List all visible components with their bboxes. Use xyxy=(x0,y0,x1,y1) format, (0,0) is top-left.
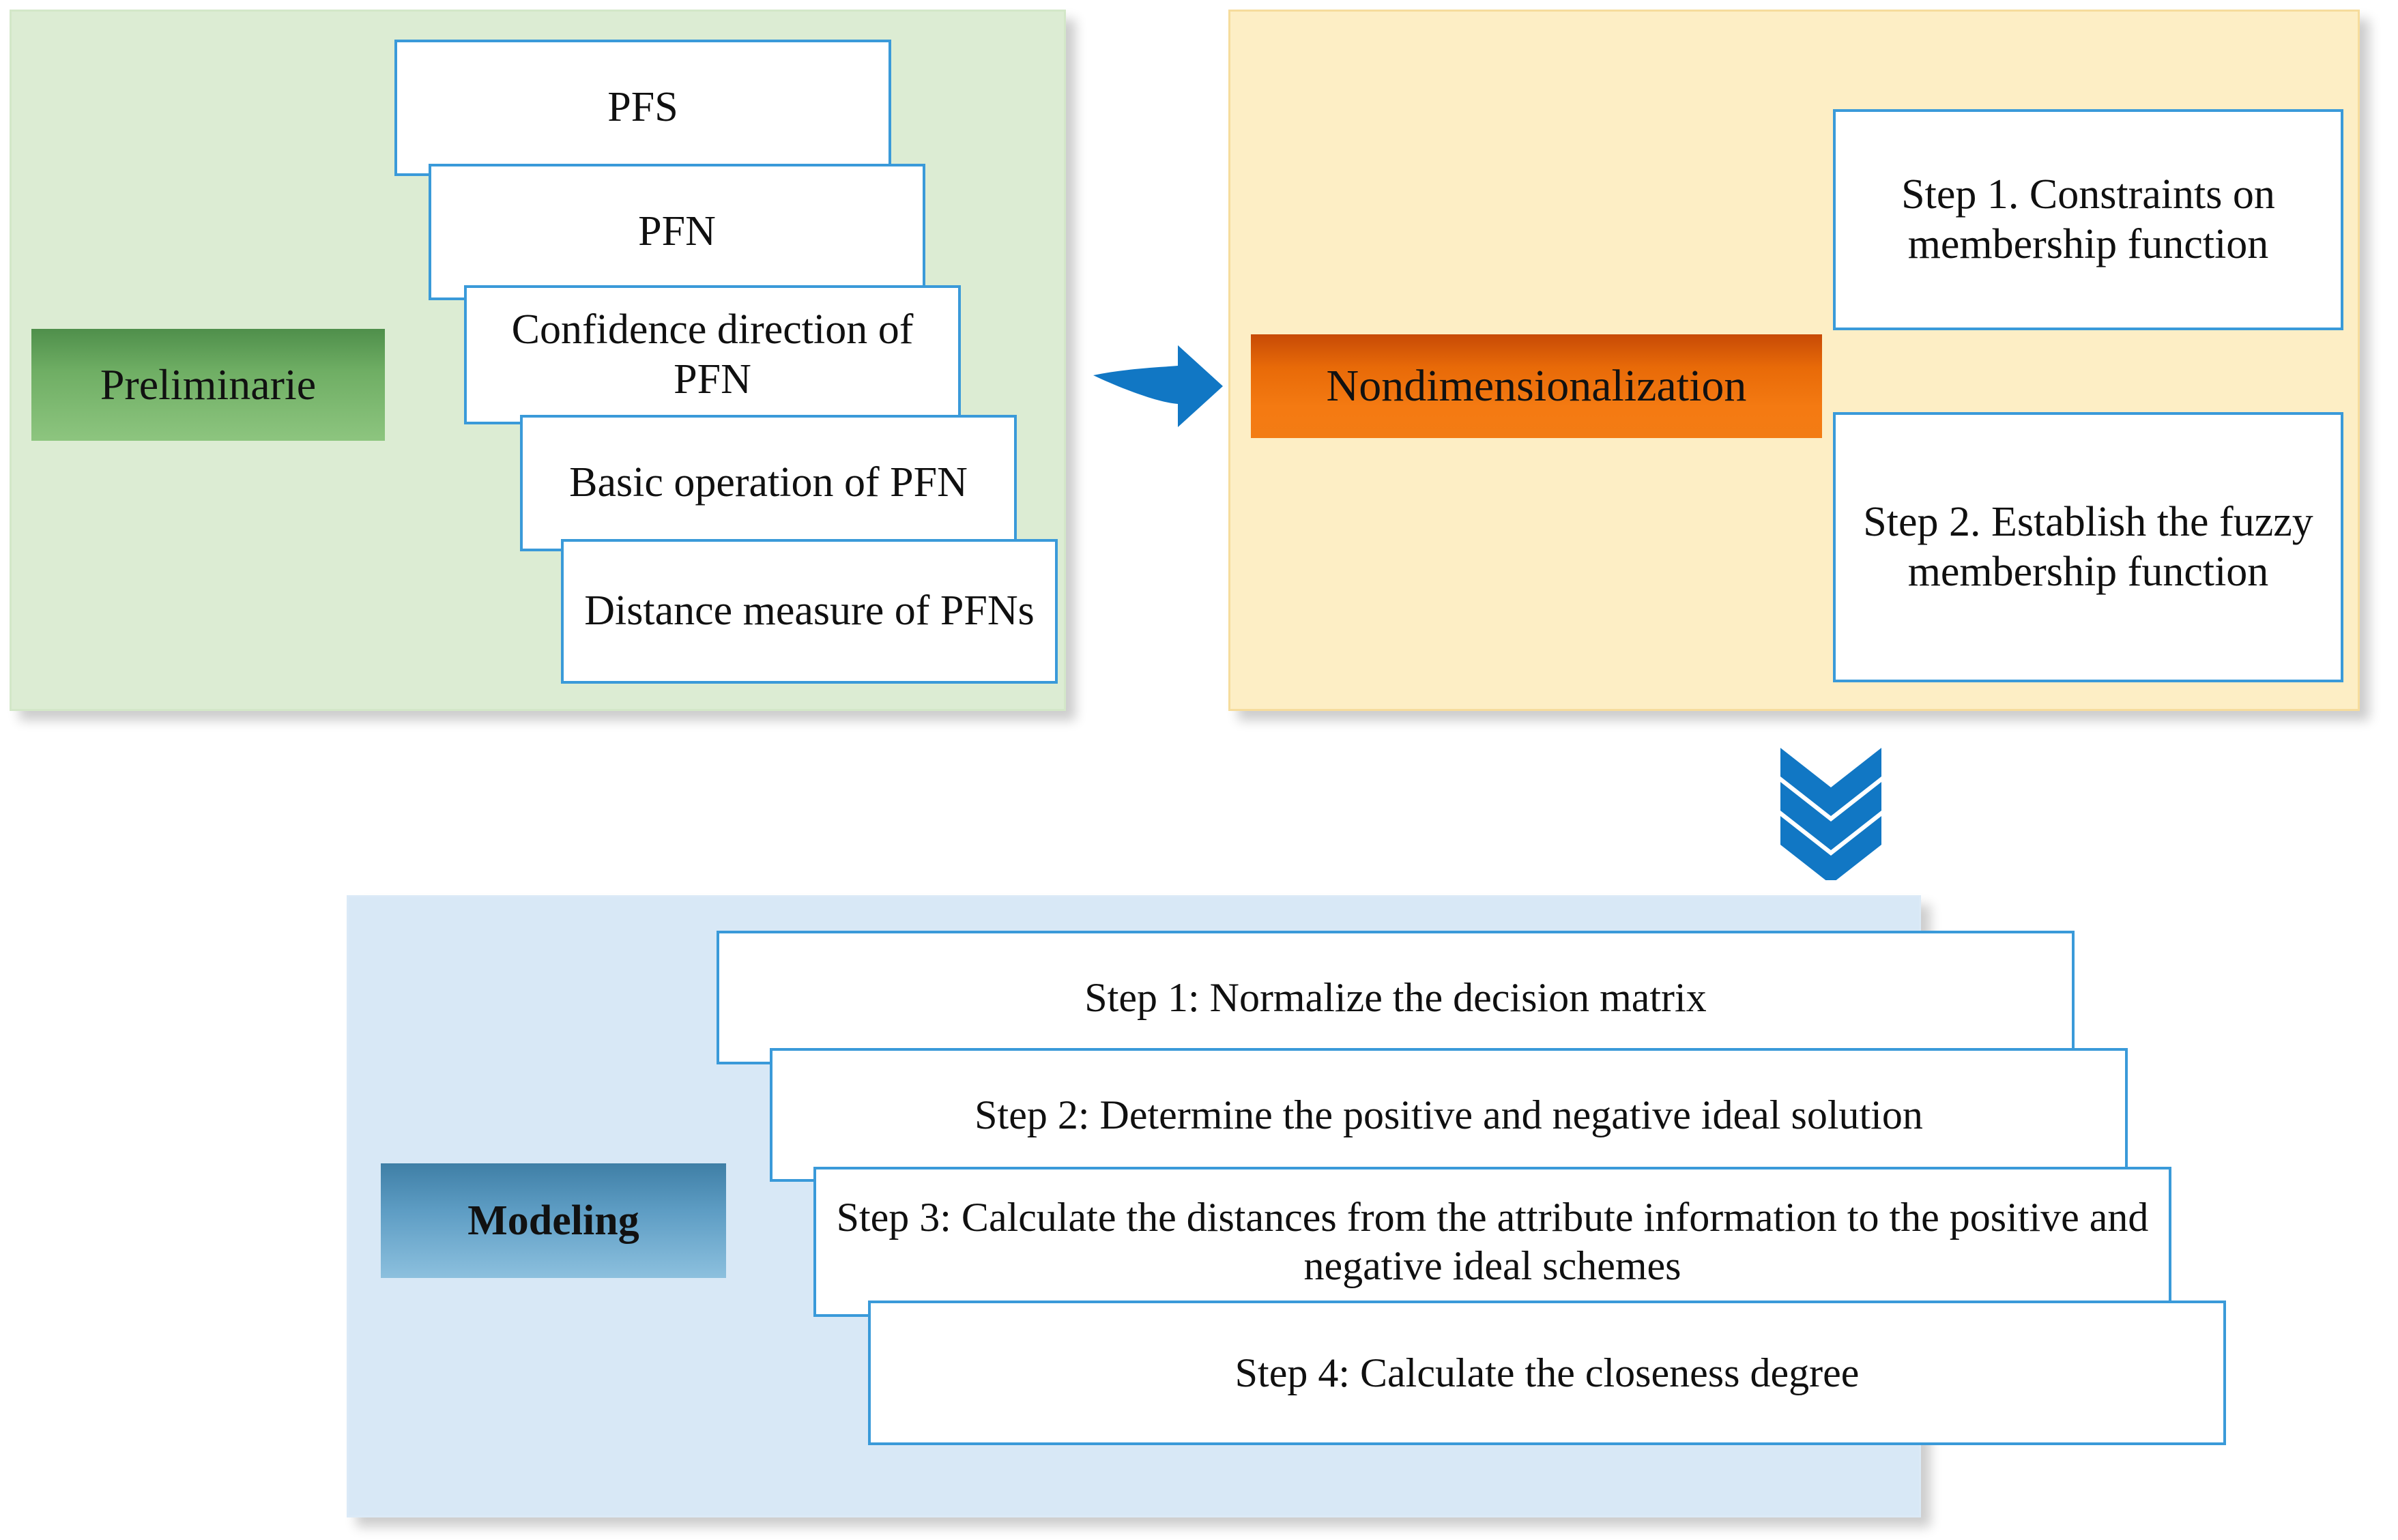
card-preliminaries-1-label: PFS xyxy=(607,84,678,131)
card-modeling-4[interactable]: Step 4: Calculate the closeness degree xyxy=(868,1301,2226,1445)
card-preliminaries-2[interactable]: PFN xyxy=(429,164,925,300)
card-preliminaries-5-label: Distance measure of PFNs xyxy=(584,587,1035,635)
card-modeling-3-label: Step 3: Calculate the distances from the… xyxy=(836,1195,2149,1288)
curved-right-arrow-icon xyxy=(1092,328,1226,442)
badge-modeling-label: Modeling xyxy=(467,1197,639,1244)
card-preliminaries-4-label: Basic operation of PFN xyxy=(569,459,968,506)
card-modeling-1[interactable]: Step 1: Normalize the decision matrix xyxy=(717,931,2075,1064)
card-modeling-2-label: Step 2: Determine the positive and negat… xyxy=(974,1092,1923,1137)
card-nondimensionalization-2[interactable]: Step 2. Establish the fuzzy membership f… xyxy=(1833,412,2343,682)
card-nondimensionalization-1-label: Step 1. Constraints on membership functi… xyxy=(1901,171,2275,267)
card-modeling-2[interactable]: Step 2: Determine the positive and negat… xyxy=(770,1048,2128,1182)
card-preliminaries-1[interactable]: PFS xyxy=(394,40,891,176)
badge-modeling[interactable]: Modeling xyxy=(381,1163,726,1278)
triple-chevron-down-icon xyxy=(1764,744,1898,884)
card-nondimensionalization-1[interactable]: Step 1. Constraints on membership functi… xyxy=(1833,109,2343,330)
card-preliminaries-4[interactable]: Basic operation of PFN xyxy=(520,415,1017,551)
card-modeling-3[interactable]: Step 3: Calculate the distances from the… xyxy=(813,1167,2171,1317)
card-modeling-1-label: Step 1: Normalize the decision matrix xyxy=(1084,974,1707,1020)
badge-nondimensionalization-label: Nondimensionalization xyxy=(1326,361,1747,411)
card-preliminaries-5[interactable]: Distance measure of PFNs xyxy=(561,539,1058,684)
badge-preliminaries[interactable]: Preliminarie xyxy=(31,329,385,441)
card-nondimensionalization-2-label: Step 2. Establish the fuzzy membership f… xyxy=(1863,498,2313,595)
badge-preliminaries-label: Preliminarie xyxy=(100,360,317,409)
card-modeling-4-label: Step 4: Calculate the closeness degree xyxy=(1234,1350,1860,1395)
card-preliminaries-3-label: Confidence direction of PFN xyxy=(511,306,914,403)
badge-nondimensionalization[interactable]: Nondimensionalization xyxy=(1251,334,1822,438)
card-preliminaries-3[interactable]: Confidence direction of PFN xyxy=(464,285,961,424)
card-preliminaries-2-label: PFN xyxy=(638,208,716,255)
